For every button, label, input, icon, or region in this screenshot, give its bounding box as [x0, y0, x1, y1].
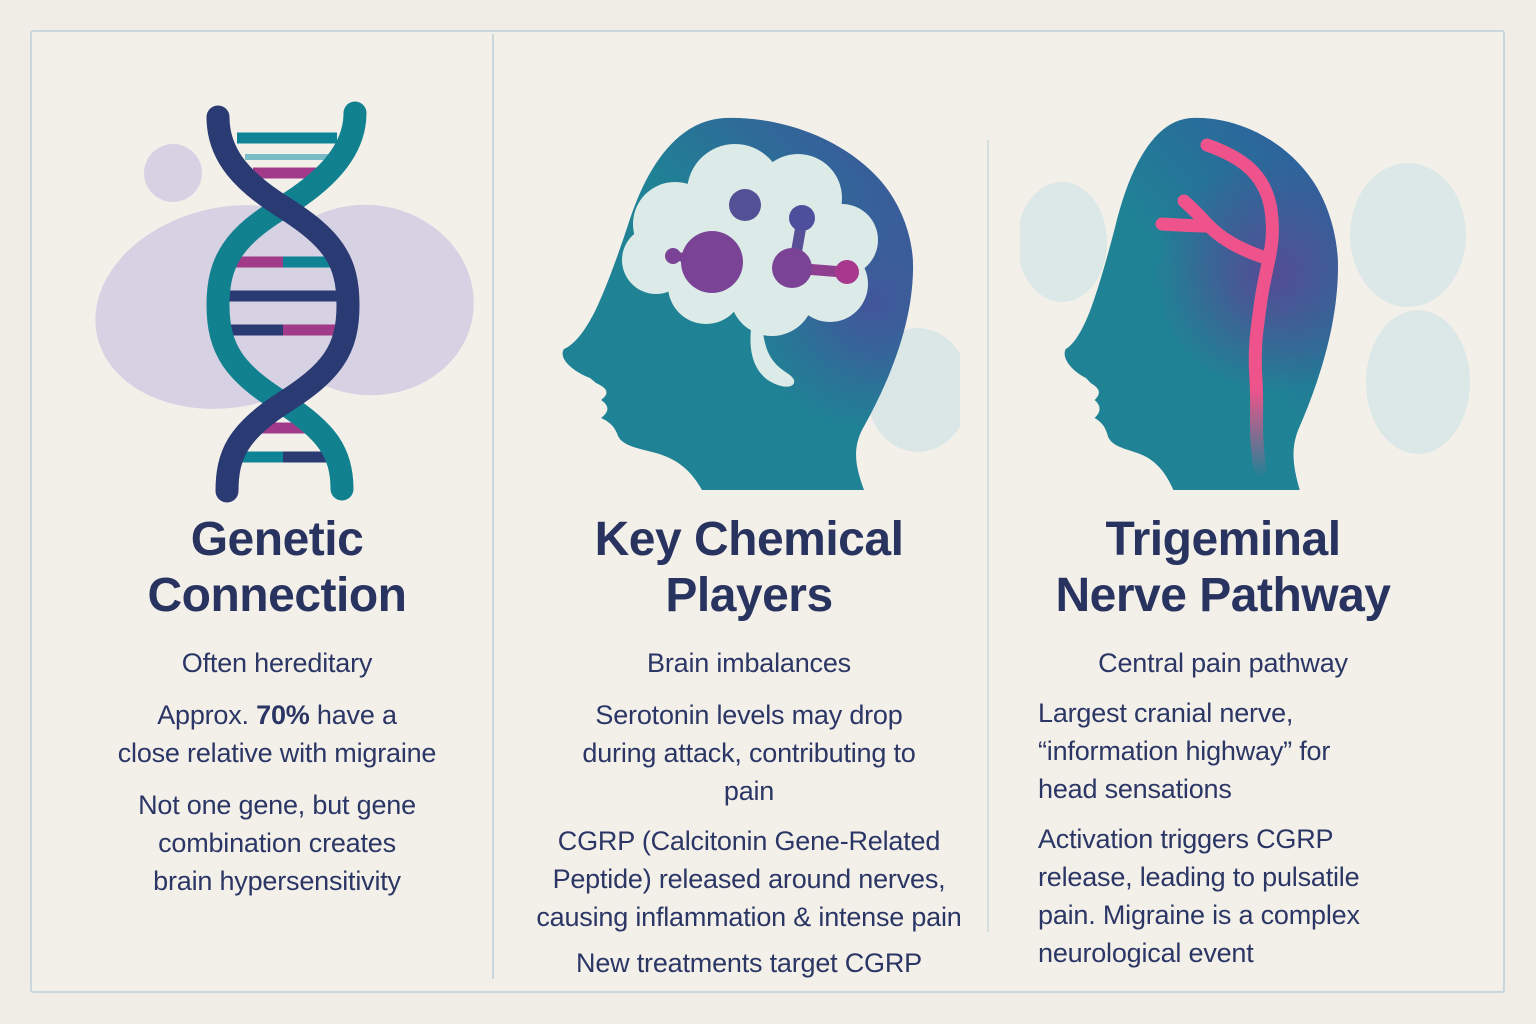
title-line: Genetic — [190, 513, 364, 566]
text-line: combination creates — [158, 828, 396, 858]
paragraph-new-treatments: New treatments target CGRP — [505, 944, 993, 982]
paragraph-brain-imbalances: Brain imbalances — [505, 644, 993, 682]
text-line: CGRP (Calcitonin Gene-Related — [557, 826, 941, 856]
title-line: Nerve Pathway — [1055, 569, 1391, 622]
text-line: head sensations — [1038, 774, 1232, 804]
paragraph-serotonin: Serotonin levels may drop during attack,… — [505, 696, 993, 810]
column-divider-1 — [492, 34, 494, 979]
column-title: Key Chemical Players — [505, 498, 993, 624]
text-run: Approx. — [157, 700, 257, 730]
text-line: Central pain pathway — [1098, 648, 1348, 678]
column-title: Trigeminal Nerve Pathway — [988, 498, 1458, 624]
text-line: New treatments target CGRP — [576, 948, 922, 978]
text-line: Not one gene, but gene — [138, 790, 416, 820]
paragraph-gene-combination: Not one gene, but gene combination creat… — [40, 786, 514, 900]
column-genetic-connection: Genetic Connection Often hereditary Appr… — [40, 498, 514, 900]
paragraph-activation-cgrp: Activation triggers CGRP release, leadin… — [988, 820, 1458, 972]
text-line: Peptide) released around nerves, — [552, 864, 946, 894]
stat-70-percent: 70% — [256, 700, 310, 730]
background-blobs — [1020, 163, 1470, 454]
paragraph-approx-70: Approx. 70% have a close relative with m… — [40, 696, 514, 772]
paragraph-often-hereditary: Often hereditary — [40, 644, 514, 682]
text-line: pain. Migraine is a complex — [1038, 900, 1360, 930]
paragraph-largest-cranial-nerve: Largest cranial nerve, “information high… — [988, 694, 1458, 808]
title-line: Trigeminal — [1105, 513, 1341, 566]
text-line: Largest cranial nerve, — [1038, 698, 1294, 728]
text-line: Serotonin levels may drop — [595, 700, 903, 730]
text-line: during attack, contributing to — [582, 738, 916, 768]
text-line: release, leading to pulsatile — [1038, 862, 1360, 892]
text-line: Activation triggers CGRP — [1038, 824, 1334, 854]
text-line: neurological event — [1038, 938, 1254, 968]
text-line: Approx. 70% have a — [40, 696, 514, 734]
paragraph-cgrp: CGRP (Calcitonin Gene-Related Peptide) r… — [505, 822, 993, 936]
dna-helix-illustration — [95, 101, 474, 503]
text-line: close relative with migraine — [117, 738, 437, 768]
text-line: Brain imbalances — [647, 648, 851, 678]
text-line: “information highway” for — [1038, 736, 1331, 766]
neurotransmitter-molecules — [665, 189, 859, 293]
head-nerve-illustration — [1020, 117, 1470, 491]
column-key-chemical-players: Key Chemical Players Brain imbalances Se… — [505, 498, 993, 982]
column-divider-2 — [987, 140, 989, 932]
text-line: pain — [723, 776, 775, 806]
text-line: causing inflammation & intense pain — [536, 902, 962, 932]
title-line: Key Chemical — [594, 513, 904, 566]
trigeminal-nerve — [1155, 138, 1279, 477]
title-line: Connection — [147, 569, 407, 622]
head-brain-illustration — [562, 117, 960, 491]
text-run: have a — [309, 700, 397, 730]
text-line: brain hypersensitivity — [153, 866, 401, 896]
title-line: Players — [665, 569, 833, 622]
column-title: Genetic Connection — [40, 498, 514, 624]
background-blobs — [95, 144, 474, 409]
paragraph-central-pathway: Central pain pathway — [988, 644, 1458, 682]
text-line: Often hereditary — [181, 648, 373, 678]
column-trigeminal-nerve: Trigeminal Nerve Pathway Central pain pa… — [988, 498, 1458, 972]
dna-strands — [206, 101, 367, 503]
